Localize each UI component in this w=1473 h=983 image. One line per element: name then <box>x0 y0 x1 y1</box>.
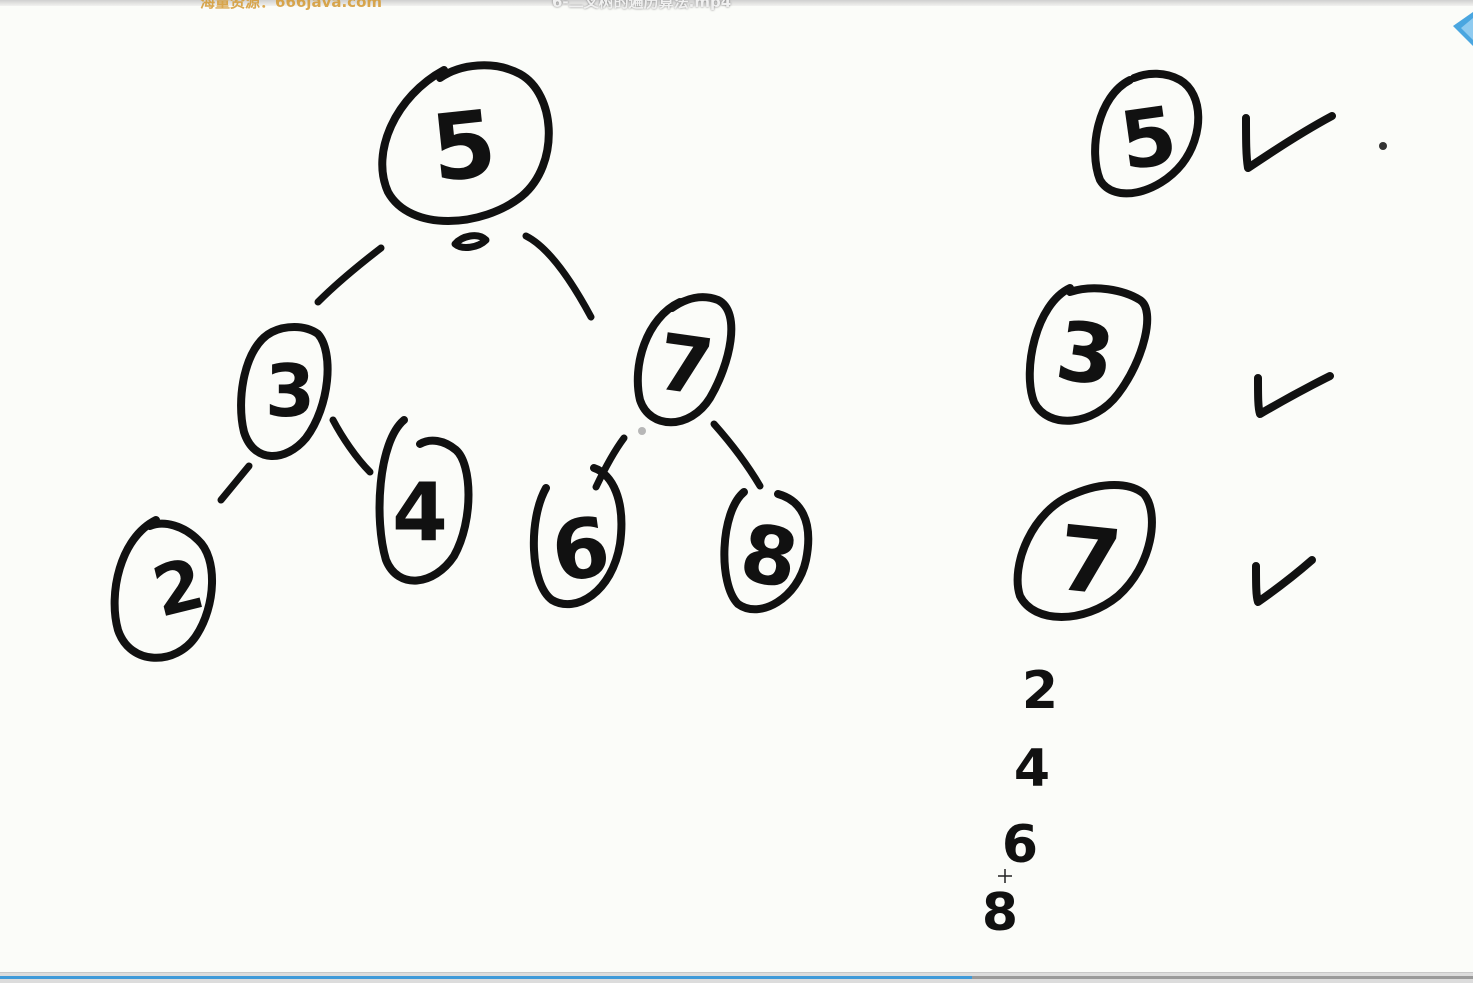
tree-edges <box>217 232 764 504</box>
edge-7-to-6 <box>592 434 628 491</box>
pending-value-1: 2 <box>1022 661 1058 721</box>
pen-dot <box>1379 142 1387 150</box>
node-label-left-right: 4 <box>392 466 448 559</box>
tree-node-root: 5 <box>378 61 553 225</box>
pending-value-2: 4 <box>1014 739 1050 799</box>
watermark-text: 海量资源：666java.com <box>200 0 383 11</box>
pending-values: 2 4 6 8 <box>982 661 1058 943</box>
tree-node-right-left: 6 <box>529 464 626 609</box>
visited-item-2: 3 <box>1025 284 1334 425</box>
pending-value-4: 8 <box>982 883 1018 943</box>
edge-7-to-8 <box>710 420 764 490</box>
edge-3-to-2 <box>217 462 253 504</box>
edge-3-to-4 <box>329 416 374 476</box>
node-label-root: 5 <box>426 90 501 203</box>
tree-node-right: 7 <box>633 293 736 427</box>
corner-logo-icon[interactable] <box>1447 12 1473 46</box>
tree-node-left: 3 <box>237 323 332 460</box>
tree-node-right-right: 8 <box>720 488 813 614</box>
video-progress-remaining <box>972 976 1473 979</box>
checkmark-icon <box>1242 112 1336 172</box>
root-mark <box>451 232 490 251</box>
node-label-right-left: 6 <box>546 499 616 601</box>
window-top-strip <box>0 0 1473 6</box>
visited-item-1: 5 <box>1091 69 1336 198</box>
node-label-left-left: 2 <box>145 542 212 633</box>
checkmark-icon <box>1252 556 1316 606</box>
checkmark-icon <box>1254 372 1334 418</box>
video-title: 6-二叉树的遍历算法.mp4 <box>552 0 732 11</box>
node-label-left: 3 <box>265 349 315 433</box>
edge-5-to-3 <box>314 244 385 306</box>
video-progress-played <box>0 976 972 979</box>
pen-cursor-icon <box>998 869 1012 883</box>
video-seek-bar[interactable] <box>0 972 1473 983</box>
tree-node-left-right: 4 <box>375 416 473 585</box>
visited-item-3: 7 <box>1013 481 1316 621</box>
visited-value-1: 5 <box>1114 89 1182 189</box>
visited-value-2: 3 <box>1051 303 1121 405</box>
node-label-right: 7 <box>652 318 718 415</box>
tree-node-left-left: 2 <box>110 516 217 662</box>
visited-value-3: 7 <box>1053 506 1126 617</box>
edge-5-to-7 <box>522 232 595 321</box>
pending-value-3: 6 <box>1002 815 1038 875</box>
pen-dot <box>638 427 646 435</box>
